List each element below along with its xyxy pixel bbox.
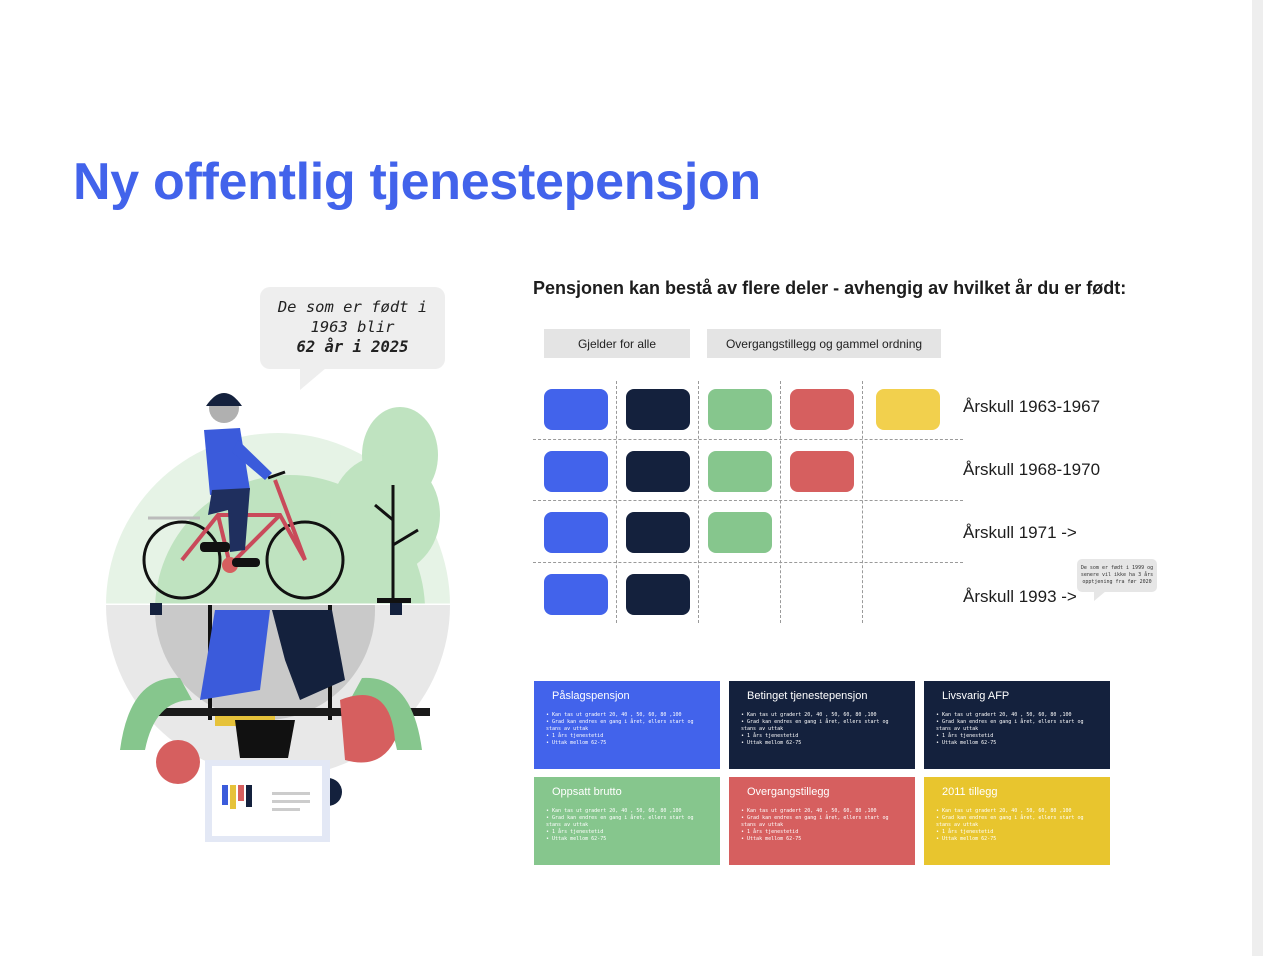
card-bullet: Grad kan endres en gang i året, ellers s… <box>741 719 903 733</box>
block-cohort2-common-1 <box>544 451 608 492</box>
block-cohort3-transitional-1 <box>708 512 772 553</box>
card-bullet: 1 års tjenestetid <box>546 829 708 836</box>
speech-line-2: 1963 blir <box>310 318 395 336</box>
cohort-label-1963-1967: Årskull 1963-1967 <box>963 397 1101 416</box>
note-bubble: De som er født i 1999 og senere vil ikke… <box>1077 559 1157 592</box>
block-cohort1-transitional-1 <box>708 389 772 430</box>
grid-divider <box>533 439 963 440</box>
card-bullet: Uttak mellom 62-75 <box>936 740 1098 747</box>
card-bullet: Kan tas ut gradert 20, 40 , 50, 60, 80 ,… <box>936 808 1098 815</box>
grid-divider <box>533 562 963 563</box>
card-bullet: Grad kan endres en gang i året, ellers s… <box>936 815 1098 829</box>
pension-illustration <box>104 393 452 842</box>
block-cohort2-transitional-2 <box>790 451 854 492</box>
card-bullet: Uttak mellom 62-75 <box>546 740 708 747</box>
card-bullets: Kan tas ut gradert 20, 40 , 50, 60, 80 ,… <box>741 808 903 843</box>
grid-divider <box>780 381 781 623</box>
note-line-1: De som er født i 1999 og <box>1080 565 1154 571</box>
card-bullet: Kan tas ut gradert 20, 40 , 50, 60, 80 ,… <box>546 712 708 719</box>
note-line-2: senere vil ikke ha 3 års <box>1080 572 1154 578</box>
card-title: Betinget tjenestepensjon <box>747 690 868 702</box>
speech-bubble-tail <box>300 368 326 390</box>
card-bullet: Kan tas ut gradert 20, 40 , 50, 60, 80 ,… <box>741 712 903 719</box>
card-overgangstillegg: Overgangstillegg Kan tas ut gradert 20, … <box>729 777 915 865</box>
speech-line-1: De som er født i <box>277 298 428 316</box>
cohort-label-1971: Årskull 1971 -> <box>963 523 1077 542</box>
card-bullet: Grad kan endres en gang i året, ellers s… <box>741 815 903 829</box>
card-bullet: Uttak mellom 62-75 <box>741 740 903 747</box>
card-title: Påslagspensjon <box>552 690 630 702</box>
card-bullet: Uttak mellom 62-75 <box>741 836 903 843</box>
block-cohort3-common-2 <box>626 512 690 553</box>
card-bullet: 1 års tjenestetid <box>741 733 903 740</box>
block-cohort1-common-1 <box>544 389 608 430</box>
card-2011-tillegg: 2011 tillegg Kan tas ut gradert 20, 40 ,… <box>924 777 1110 865</box>
cohort-label-1968-1970: Årskull 1968-1970 <box>963 460 1101 479</box>
speech-bubble: De som er født i 1963 blir 62 år i 2025 <box>260 287 445 369</box>
card-bullet: 1 års tjenestetid <box>936 829 1098 836</box>
block-cohort1-transitional-3 <box>876 389 940 430</box>
card-paslagspensjon: Påslagspensjon Kan tas ut gradert 20, 40… <box>534 681 720 769</box>
card-bullet: 1 års tjenestetid <box>741 829 903 836</box>
card-bullet: Kan tas ut gradert 20, 40 , 50, 60, 80 ,… <box>741 808 903 815</box>
block-cohort1-transitional-2 <box>790 389 854 430</box>
card-bullet: Kan tas ut gradert 20, 40 , 50, 60, 80 ,… <box>546 808 708 815</box>
card-bullet: Grad kan endres en gang i året, ellers s… <box>546 719 708 733</box>
block-cohort4-common-2 <box>626 574 690 615</box>
card-bullets: Kan tas ut gradert 20, 40 , 50, 60, 80 ,… <box>546 712 708 747</box>
grid-divider <box>533 500 963 501</box>
grid-divider <box>862 381 863 623</box>
card-bullet: Grad kan endres en gang i året, ellers s… <box>936 719 1098 733</box>
card-title: Oppsatt brutto <box>552 786 622 798</box>
subtitle: Pensjonen kan bestå av flere deler - avh… <box>533 278 1127 298</box>
page-title: Ny offentlig tjenestepensjon <box>73 153 761 211</box>
slide-edge <box>1252 0 1263 956</box>
block-cohort2-transitional-1 <box>708 451 772 492</box>
block-cohort2-common-2 <box>626 451 690 492</box>
card-bullet: 1 års tjenestetid <box>936 733 1098 740</box>
header-common: Gjelder for alle <box>544 329 690 358</box>
card-betinget-tjenestepensjon: Betinget tjenestepensjon Kan tas ut grad… <box>729 681 915 769</box>
speech-line-3: 62 år i 2025 <box>296 338 409 356</box>
card-bullet: Uttak mellom 62-75 <box>936 836 1098 843</box>
block-cohort1-common-2 <box>626 389 690 430</box>
card-bullet: 1 års tjenestetid <box>546 733 708 740</box>
header-transitional: Overgangstillegg og gammel ordning <box>707 329 941 358</box>
grid-divider <box>698 381 699 623</box>
card-bullets: Kan tas ut gradert 20, 40 , 50, 60, 80 ,… <box>741 712 903 747</box>
card-bullet: Kan tas ut gradert 20, 40 , 50, 60, 80 ,… <box>936 712 1098 719</box>
card-livsvarig-afp: Livsvarig AFP Kan tas ut gradert 20, 40 … <box>924 681 1110 769</box>
card-bullet: Grad kan endres en gang i året, ellers s… <box>546 815 708 829</box>
grid-divider <box>616 381 617 623</box>
card-bullet: Uttak mellom 62-75 <box>546 836 708 843</box>
cohort-label-1993: Årskull 1993 -> <box>963 587 1077 606</box>
card-oppsatt-brutto: Oppsatt brutto Kan tas ut gradert 20, 40… <box>534 777 720 865</box>
card-bullets: Kan tas ut gradert 20, 40 , 50, 60, 80 ,… <box>936 808 1098 843</box>
block-cohort3-common-1 <box>544 512 608 553</box>
card-bullets: Kan tas ut gradert 20, 40 , 50, 60, 80 ,… <box>936 712 1098 747</box>
note-bubble-tail <box>1094 591 1106 601</box>
card-title: 2011 tillegg <box>942 786 998 798</box>
card-title: Livsvarig AFP <box>942 690 1010 702</box>
block-cohort4-common-1 <box>544 574 608 615</box>
note-line-3: opptjening fra før 2020 <box>1082 579 1152 585</box>
card-bullets: Kan tas ut gradert 20, 40 , 50, 60, 80 ,… <box>546 808 708 843</box>
card-title: Overgangstillegg <box>747 786 830 798</box>
